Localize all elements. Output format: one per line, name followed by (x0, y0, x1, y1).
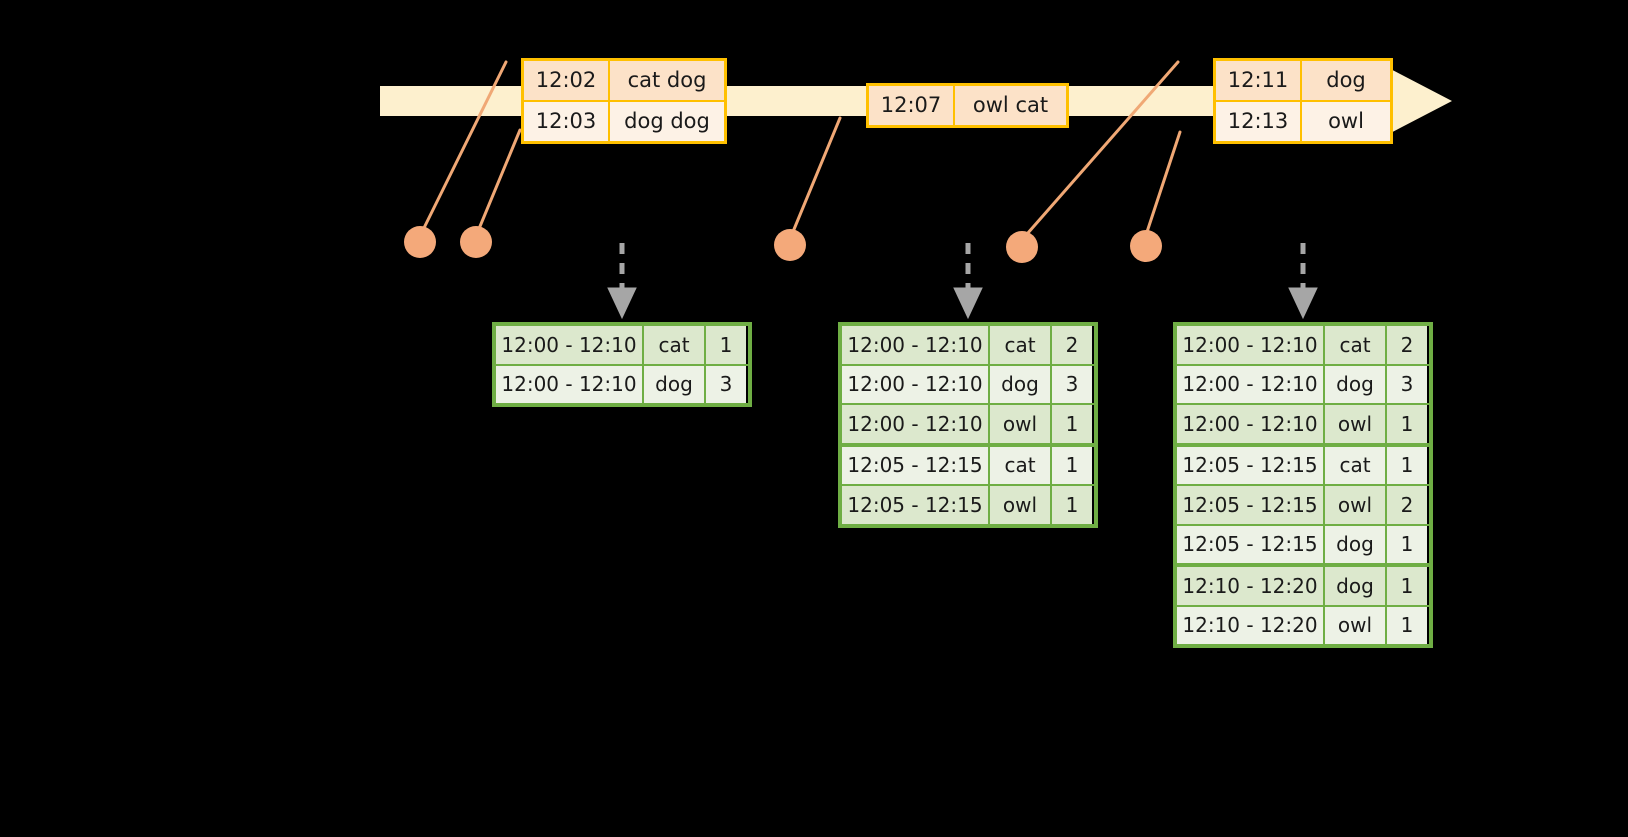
cell-window: 12:10 - 12:20 (1177, 606, 1325, 644)
cell-count: 1 (1387, 567, 1427, 605)
dot-5 (1130, 230, 1162, 262)
cell-window: 12:00 - 12:10 (1177, 365, 1325, 403)
cell-word: dog (990, 365, 1052, 403)
cell-word: owl (990, 486, 1052, 524)
dot-3 (774, 229, 806, 261)
window-counts-table-2[interactable]: 12:00 - 12:10 cat 2 12:00 - 12:10 dog 3 … (838, 322, 1098, 528)
event-words: dog dog (610, 102, 724, 141)
event-time: 12:11 (1216, 61, 1302, 100)
cell-window: 12:00 - 12:10 (1177, 405, 1325, 443)
cell-window: 12:05 - 12:15 (1177, 486, 1325, 524)
event-words: cat dog (610, 61, 724, 100)
cell-word: owl (990, 405, 1052, 443)
cell-count: 1 (1387, 606, 1427, 644)
dot-1 (404, 226, 436, 258)
dot-2 (460, 226, 492, 258)
table-row[interactable]: 12:00 - 12:10 cat 1 (496, 326, 748, 366)
cell-count: 2 (1387, 486, 1427, 524)
cell-window: 12:00 - 12:10 (842, 365, 990, 403)
cell-count: 3 (706, 365, 746, 403)
cell-word: cat (644, 326, 706, 364)
event-row[interactable]: 12:02 cat dog (524, 61, 724, 100)
event-words: owl (1302, 102, 1390, 141)
cell-word: cat (990, 446, 1052, 484)
dashed-arrow-1 (607, 243, 637, 320)
cell-word: cat (1325, 446, 1387, 484)
cell-count: 2 (1387, 326, 1427, 364)
table-row[interactable]: 12:00 - 12:10 owl 1 (842, 405, 1094, 447)
cell-count: 1 (1052, 405, 1092, 443)
cell-count: 1 (1387, 405, 1427, 443)
table-row[interactable]: 12:00 - 12:10 dog 3 (842, 365, 1094, 405)
cell-count: 1 (1052, 486, 1092, 524)
table-row[interactable]: 12:05 - 12:15 cat 1 (1177, 446, 1429, 486)
window-counts-table-3[interactable]: 12:00 - 12:10 cat 2 12:00 - 12:10 dog 3 … (1173, 322, 1433, 648)
event-row[interactable]: 12:13 owl (1216, 100, 1390, 141)
cell-window: 12:05 - 12:15 (1177, 525, 1325, 563)
dashed-arrow-2 (953, 243, 983, 320)
table-row[interactable]: 12:05 - 12:15 dog 1 (1177, 525, 1429, 567)
table-row[interactable]: 12:00 - 12:10 cat 2 (842, 326, 1094, 366)
dashed-arrow-3 (1288, 243, 1318, 320)
cell-count: 3 (1387, 365, 1427, 403)
cell-window: 12:00 - 12:10 (496, 326, 644, 364)
event-time: 12:03 (524, 102, 610, 141)
dashed-arrows (607, 243, 1318, 320)
event-marker-dots (404, 226, 1162, 263)
cell-word: owl (1325, 606, 1387, 644)
cell-window: 12:00 - 12:10 (842, 326, 990, 364)
event-time: 12:07 (869, 86, 955, 125)
event-row[interactable]: 12:11 dog (1216, 61, 1390, 100)
cell-window: 12:10 - 12:20 (1177, 567, 1325, 605)
table-row[interactable]: 12:10 - 12:20 dog 1 (1177, 567, 1429, 607)
cell-count: 2 (1052, 326, 1092, 364)
cell-word: cat (990, 326, 1052, 364)
cell-window: 12:00 - 12:10 (842, 405, 990, 443)
cell-window: 12:05 - 12:15 (1177, 446, 1325, 484)
table-row[interactable]: 12:00 - 12:10 owl 1 (1177, 405, 1429, 447)
table-row[interactable]: 12:10 - 12:20 owl 1 (1177, 606, 1429, 644)
cell-word: dog (1325, 567, 1387, 605)
cell-count: 1 (1052, 446, 1092, 484)
event-group-2[interactable]: 12:07 owl cat (866, 83, 1069, 128)
event-words: owl cat (955, 86, 1066, 125)
cell-word: dog (1325, 365, 1387, 403)
event-group-3[interactable]: 12:11 dog 12:13 owl (1213, 58, 1393, 144)
window-counts-table-1[interactable]: 12:00 - 12:10 cat 1 12:00 - 12:10 dog 3 (492, 322, 752, 407)
dot-4 (1006, 231, 1038, 263)
event-time: 12:02 (524, 61, 610, 100)
cell-window: 12:00 - 12:10 (496, 365, 644, 403)
table-row[interactable]: 12:00 - 12:10 dog 3 (1177, 365, 1429, 405)
event-row[interactable]: 12:07 owl cat (869, 86, 1066, 125)
table-row[interactable]: 12:05 - 12:15 cat 1 (842, 446, 1094, 486)
cell-word: cat (1325, 326, 1387, 364)
cell-word: dog (644, 365, 706, 403)
table-row[interactable]: 12:00 - 12:10 cat 2 (1177, 326, 1429, 366)
cell-word: dog (1325, 525, 1387, 563)
event-group-1[interactable]: 12:02 cat dog 12:03 dog dog (521, 58, 727, 144)
table-row[interactable]: 12:05 - 12:15 owl 1 (842, 486, 1094, 524)
cell-count: 3 (1052, 365, 1092, 403)
cell-count: 1 (1387, 525, 1427, 563)
event-row[interactable]: 12:03 dog dog (524, 100, 724, 141)
cell-window: 12:00 - 12:10 (1177, 326, 1325, 364)
event-time: 12:13 (1216, 102, 1302, 141)
table-row[interactable]: 12:05 - 12:15 owl 2 (1177, 486, 1429, 526)
event-words: dog (1302, 61, 1390, 100)
cell-window: 12:05 - 12:15 (842, 446, 990, 484)
cell-word: owl (1325, 405, 1387, 443)
cell-window: 12:05 - 12:15 (842, 486, 990, 524)
cell-word: owl (1325, 486, 1387, 524)
cell-count: 1 (1387, 446, 1427, 484)
table-row[interactable]: 12:00 - 12:10 dog 3 (496, 365, 748, 403)
cell-count: 1 (706, 326, 746, 364)
